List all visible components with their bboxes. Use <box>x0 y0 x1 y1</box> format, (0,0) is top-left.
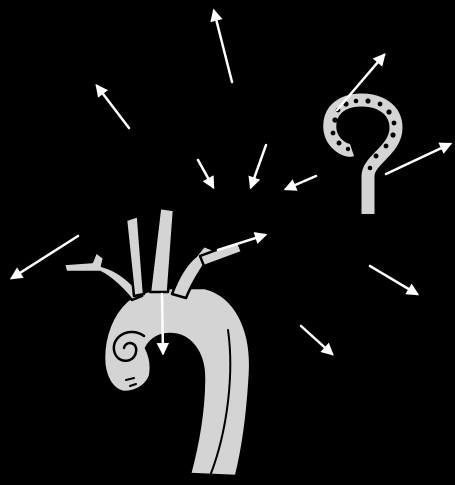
arrow-icon <box>162 294 163 353</box>
